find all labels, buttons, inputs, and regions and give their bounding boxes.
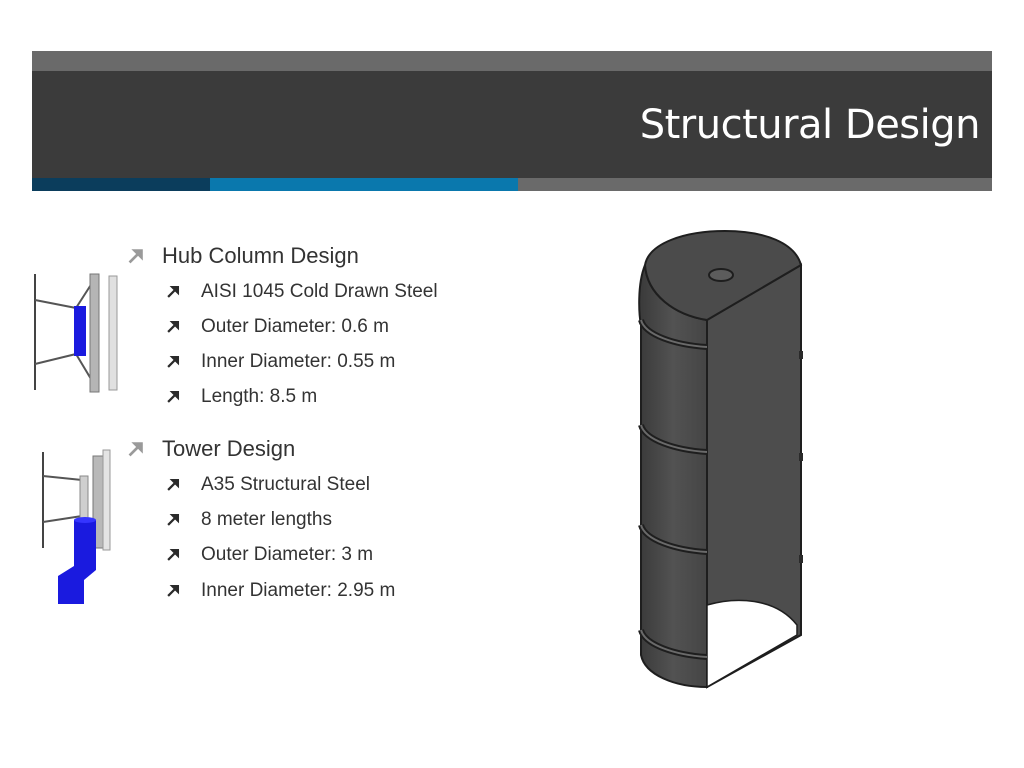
arrow-bullet-icon — [166, 513, 180, 527]
list-item-text: Length: 8.5 m — [201, 386, 318, 407]
list-item: AISI 1045 Cold Drawn Steel — [166, 281, 438, 303]
list-item-text: Outer Diameter: 3 m — [201, 544, 374, 565]
list-item: A35 Structural Steel — [166, 474, 370, 496]
arrow-bullet-icon — [166, 548, 180, 562]
list-item: Inner Diameter: 2.95 m — [166, 580, 395, 602]
section-heading: Hub Column Design — [162, 243, 359, 268]
arrow-bullet-icon — [166, 584, 180, 598]
arrow-bullet-icon — [127, 248, 144, 265]
stripe-dark-blue — [32, 178, 210, 191]
header-accent-stripe — [32, 178, 992, 191]
list-item: Inner Diameter: 0.55 m — [166, 351, 395, 373]
tower-thumbnail — [42, 449, 111, 604]
arrow-bullet-icon — [166, 390, 180, 404]
slide-title: Structural Design — [639, 102, 981, 148]
arrow-bullet-icon — [166, 478, 180, 492]
list-item-text: Outer Diameter: 0.6 m — [201, 316, 389, 337]
section-hub-column: Hub Column Design — [127, 243, 359, 269]
arrow-bullet-icon — [166, 285, 180, 299]
arrow-bullet-icon — [127, 441, 144, 458]
arrow-bullet-icon — [166, 320, 180, 334]
list-item: Length: 8.5 m — [166, 386, 317, 408]
arrow-bullet-icon — [166, 355, 180, 369]
list-item-text: 8 meter lengths — [201, 509, 332, 530]
list-item-text: Inner Diameter: 0.55 m — [201, 351, 396, 372]
list-item: 8 meter lengths — [166, 509, 332, 531]
header-bar — [32, 71, 992, 178]
section-tower: Tower Design — [127, 436, 295, 462]
header-top-bar — [32, 51, 992, 71]
list-item-text: AISI 1045 Cold Drawn Steel — [201, 281, 438, 302]
list-item-text: Inner Diameter: 2.95 m — [201, 580, 396, 601]
list-item: Outer Diameter: 0.6 m — [166, 316, 389, 338]
list-item-text: A35 Structural Steel — [201, 474, 370, 495]
tower-section-diagram — [638, 229, 803, 689]
list-item: Outer Diameter: 3 m — [166, 544, 373, 566]
stripe-gray — [518, 178, 992, 191]
section-heading: Tower Design — [162, 436, 296, 461]
stripe-blue — [210, 178, 518, 191]
hub-column-thumbnail — [34, 273, 118, 393]
